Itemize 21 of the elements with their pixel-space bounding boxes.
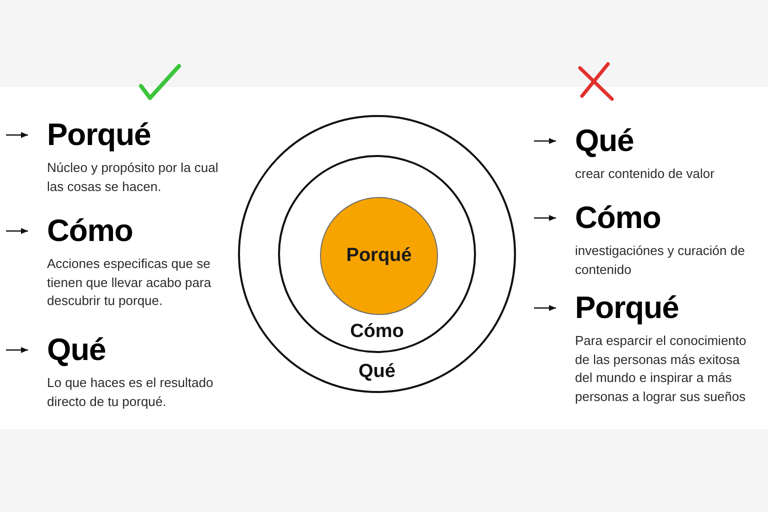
description-text: investigaciónes y curación de contenido	[575, 242, 746, 278]
description-text: Núcleo y propósito por la cual las cosas se hacen.	[47, 159, 220, 196]
heading: Cómo	[47, 213, 133, 249]
circle-label: Qué	[358, 360, 396, 384]
heading: Qué	[47, 332, 106, 368]
heading: Cómo	[575, 200, 661, 236]
arrow	[534, 215, 556, 221]
arrow	[6, 228, 28, 234]
arrow	[534, 138, 556, 144]
heading: Qué	[575, 123, 634, 159]
arrow	[6, 132, 28, 138]
description-text: Acciones especificas que se tienen que llevar acabo para descubrir tu porque.	[47, 255, 212, 310]
circle-label: Porqué	[346, 244, 412, 268]
circle-label: Cómo	[350, 320, 404, 344]
description-text: Lo que haces es el resultado directo de tu porqué.	[47, 374, 214, 411]
heading: Porqué	[575, 290, 679, 326]
description-text: Para esparcir el conocimiento de las personas más exitosa del mundo e inspirar a más personas a lograr sus sueños	[575, 332, 748, 406]
heading: Porqué	[47, 117, 151, 153]
arrow	[534, 305, 556, 311]
arrow	[6, 347, 28, 353]
description-text: crear contenido de valor	[575, 165, 716, 183]
